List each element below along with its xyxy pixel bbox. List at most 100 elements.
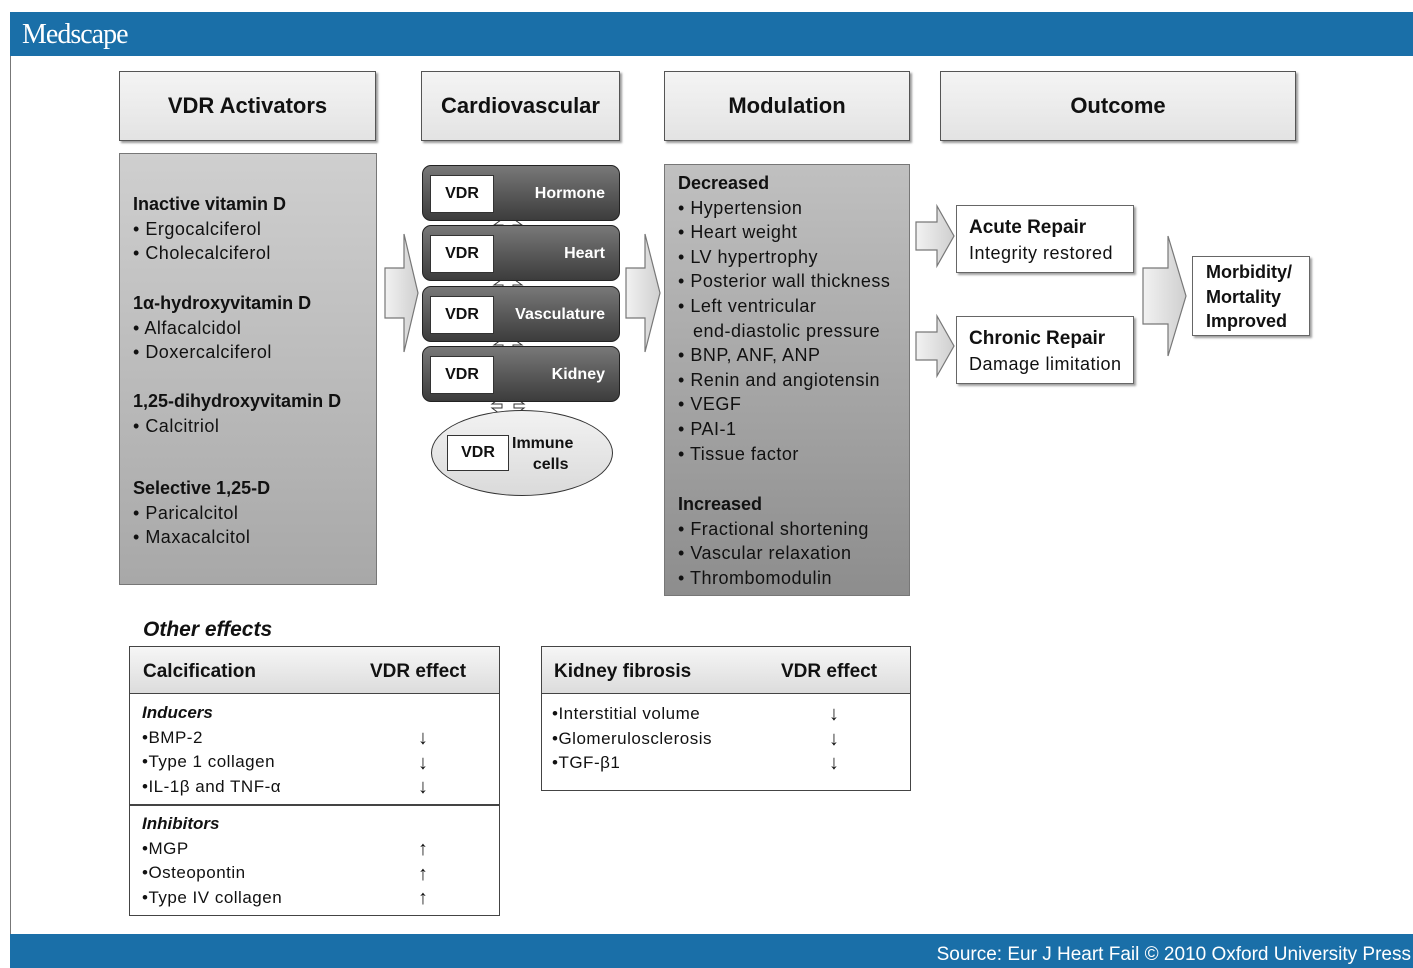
decreased-item: • Tissue factor [678, 443, 799, 464]
table-divider [130, 804, 499, 806]
vdr-label: VDR [430, 175, 494, 213]
decreased-item: • LV hypertrophy [678, 246, 819, 267]
header-outcome: Outcome [940, 71, 1296, 141]
activator-item: • Paricalcitol [133, 502, 239, 523]
cv-box-hormone: VDR Hormone [422, 165, 620, 221]
effect-arrows: ↓ ↓ ↓ [413, 726, 433, 800]
activator-title: 1α-hydroxyvitamin D [133, 293, 312, 313]
kidney-list: •Interstitial volume •Glomerulosclerosis… [552, 702, 712, 776]
inhibitors-list: Inhibitors •MGP •Osteopontin •Type IV co… [142, 812, 282, 910]
other-effects-title: Other effects [143, 618, 273, 641]
down-arrow-icon: ↓ [829, 703, 839, 725]
table-header: Kidney fibrosis VDR effect [542, 647, 910, 694]
arrow-to-chronic [915, 313, 955, 379]
activator-group-1a: 1α-hydroxyvitamin D • Alfacalcidol • Dox… [133, 291, 311, 365]
activator-title: Selective 1,25-D [133, 478, 271, 498]
modulation-increased: Increased • Fractional shortening • Vasc… [678, 492, 869, 590]
increased-item: • Fractional shortening [678, 518, 869, 539]
header-cardiovascular: Cardiovascular [421, 71, 620, 141]
decreased-item: • Left ventricular [678, 295, 817, 316]
final-outcome-line: Improved [1206, 311, 1288, 332]
decreased-item: end-diastolic pressure [693, 320, 881, 341]
final-outcome-line: Morbidity/ [1206, 262, 1292, 282]
activator-item: • Cholecalciferol [133, 243, 271, 264]
activator-title: 1,25-dihydroxyvitamin D [133, 391, 342, 411]
final-outcome-box: Morbidity/ Mortality Improved [1192, 256, 1310, 336]
chronic-repair-subtitle: Damage limitation [969, 353, 1122, 374]
effect-arrows: ↓ ↓ ↓ [824, 702, 844, 776]
modulation-panel [664, 164, 910, 596]
column-header: VDR effect [370, 661, 467, 682]
cv-box-heart: VDR Heart [422, 225, 620, 281]
acute-repair-title: Acute Repair [969, 217, 1087, 238]
increased-title: Increased [678, 494, 763, 514]
decreased-title: Decreased [678, 173, 770, 193]
inhibitors-title: Inhibitors [142, 814, 220, 833]
arrow-activators-to-cv [384, 233, 419, 353]
chronic-repair-title: Chronic Repair [969, 328, 1106, 349]
down-arrow-icon: ↓ [418, 776, 428, 799]
frame-border [10, 56, 11, 934]
decreased-item: • BNP, ANF, ANP [678, 345, 821, 366]
up-arrow-icon: ↑ [418, 838, 428, 860]
decreased-item: • VEGF [678, 394, 742, 415]
table-row-label: •MGP [142, 838, 189, 858]
immune-label: Immune cells [512, 435, 574, 473]
header-bar: Medscape [10, 12, 1413, 56]
activator-group-inactive: Inactive vitamin D • Ergocalciferol • Ch… [133, 192, 286, 266]
inducers-title: Inducers [142, 703, 213, 722]
table-header: Calcification VDR effect [130, 647, 499, 694]
source-citation: Source: Eur J Heart Fail © 2010 Oxford U… [936, 944, 1411, 965]
decreased-item: • Hypertension [678, 197, 803, 218]
activator-item: • Alfacalcidol [133, 317, 242, 338]
decreased-item: • PAI-1 [678, 418, 737, 439]
decreased-item: • Heart weight [678, 222, 798, 243]
activators-panel [119, 153, 377, 585]
cv-target-label: Vasculature [515, 306, 605, 323]
kidney-fibrosis-table: Kidney fibrosis VDR effect •Interstitial… [541, 646, 911, 791]
activator-item: • Ergocalciferol [133, 218, 262, 239]
up-arrow-icon: ↑ [418, 887, 428, 910]
calcification-table: Calcification VDR effect Inducers •BMP-2… [129, 646, 500, 916]
table-row-label: •Type IV collagen [142, 887, 283, 907]
vdr-label: VDR [430, 235, 494, 273]
acute-repair-subtitle: Integrity restored [969, 242, 1114, 263]
final-outcome-line: Mortality [1206, 286, 1282, 307]
cv-target-label: Hormone [534, 185, 605, 202]
activator-title: Inactive vitamin D [133, 194, 287, 214]
chronic-repair-box: Chronic Repair Damage limitation [956, 316, 1134, 384]
table-row-label: •Osteopontin [142, 863, 246, 883]
up-arrow-icon: ↑ [418, 862, 428, 885]
activator-item: • Maxacalcitol [133, 527, 251, 548]
down-arrow-icon: ↓ [418, 727, 428, 749]
cv-target-label: Kidney [551, 366, 605, 383]
inducers-list: Inducers •BMP-2 •Type 1 collagen •IL-1β … [142, 701, 281, 799]
increased-item: • Thrombomodulin [678, 567, 833, 588]
cv-box-vasculature: VDR Vasculature [422, 286, 620, 342]
modulation-decreased: Decreased • Hypertension • Heart weight … [678, 171, 890, 466]
table-row-label: •Interstitial volume [552, 704, 701, 723]
activator-group-selective: Selective 1,25-D • Paricalcitol • Maxaca… [133, 476, 270, 550]
arrow-to-acute [915, 203, 955, 269]
header-vdr-activators: VDR Activators [119, 71, 376, 141]
column-header: Calcification [143, 661, 256, 682]
increased-item: • Vascular relaxation [678, 543, 852, 564]
immune-cells-ellipse: VDR Immune cells [431, 410, 613, 496]
down-arrow-icon: ↓ [829, 752, 839, 775]
table-row-label: •BMP-2 [142, 727, 203, 747]
vdr-label: VDR [430, 296, 494, 334]
vdr-label: VDR [430, 356, 494, 394]
table-row-label: •Glomerulosclerosis [552, 728, 712, 748]
header-modulation: Modulation [664, 71, 910, 141]
activator-item: • Doxercalciferol [133, 342, 272, 363]
table-row-label: •TGF-β1 [552, 753, 621, 773]
arrow-cv-to-modulation [625, 233, 661, 353]
down-arrow-icon: ↓ [829, 727, 839, 750]
acute-repair-box: Acute Repair Integrity restored [956, 205, 1134, 273]
table-row-label: •IL-1β and TNF-α [142, 776, 282, 796]
table-row-label: •Type 1 collagen [142, 752, 276, 772]
decreased-item: • Renin and angiotensin [678, 369, 880, 390]
down-arrow-icon: ↓ [418, 751, 428, 774]
footer-bar: Source: Eur J Heart Fail © 2010 Oxford U… [10, 934, 1413, 968]
column-header: VDR effect [781, 661, 878, 682]
